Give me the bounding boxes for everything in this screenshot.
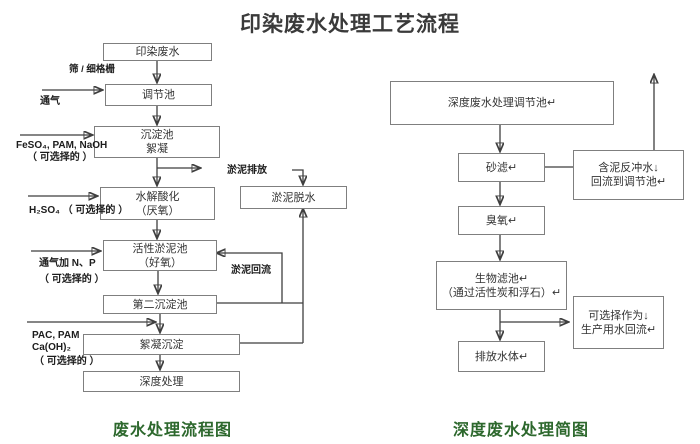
box-sedimentation-tank: 沉淀池 絮凝 [94, 126, 220, 158]
caption-left-flow-diagram: 废水处理流程图 [113, 422, 233, 439]
label-optional-1: （ 可选择的 ） [27, 152, 93, 163]
label-aeration-n-p: 通气加 N、P [39, 258, 96, 269]
caption-right-advanced-diagram: 深度废水处理简图 [453, 422, 590, 439]
label-pac-pam-caoh2: PAC, PAM Ca(OH)₂ [32, 330, 80, 353]
flow-sludge-return-loop [217, 253, 283, 303]
box-dyeing-wastewater: 印染废水 [103, 43, 212, 61]
page-title: 印染废水处理工艺流程 [240, 13, 460, 36]
flow-sludge-into-dewatering-top [292, 169, 303, 184]
label-optional-2: （ 可选择的 ） [39, 274, 105, 285]
label-h2so4-optional: H₂SO₄ （ 可选择的 ） [29, 205, 129, 216]
box-activated-sludge-tank: 活性淤泥池 （好氧） [103, 240, 217, 271]
box-flocculation-sedimentation: 絮凝沉淀 [83, 334, 240, 355]
label-sludge-return: 淤泥回流 [231, 265, 271, 276]
box-advanced-regulating-tank: 深度废水处理调节池↵ [390, 81, 614, 125]
box-discharge-water-body: 排放水体↵ [458, 341, 545, 372]
label-sludge-discharge: 淤泥排放 [227, 165, 267, 176]
box-biological-filter: 生物滤池↵ （通过活性炭和浮石）↵ [436, 261, 567, 310]
box-advanced-treatment: 深度处理 [83, 371, 240, 392]
box-hydrolysis-acidification: 水解酸化 （厌氧） [100, 187, 215, 220]
box-regulating-tank: 调节池 [105, 84, 212, 106]
label-fine-screen: 筛 / 细格栅 [69, 64, 115, 75]
box-backwash-return: 含泥反冲水↓ 回流到调节池↵ [573, 150, 684, 200]
box-ozone: 臭氧↵ [458, 206, 545, 235]
label-aeration: 通气 [40, 96, 60, 107]
box-secondary-sedimentation: 第二沉淀池 [103, 295, 217, 314]
label-feso4-pam-naoh: FeSO₄, PAM, NaOH [16, 140, 108, 151]
box-sand-filter: 砂滤↵ [458, 153, 545, 182]
box-sludge-dewatering: 淤泥脱水 [240, 186, 347, 209]
label-optional-3: （ 可选择的 ） [34, 356, 100, 367]
box-production-water-reuse: 可选择作为↓ 生产用水回流↵ [573, 296, 664, 349]
